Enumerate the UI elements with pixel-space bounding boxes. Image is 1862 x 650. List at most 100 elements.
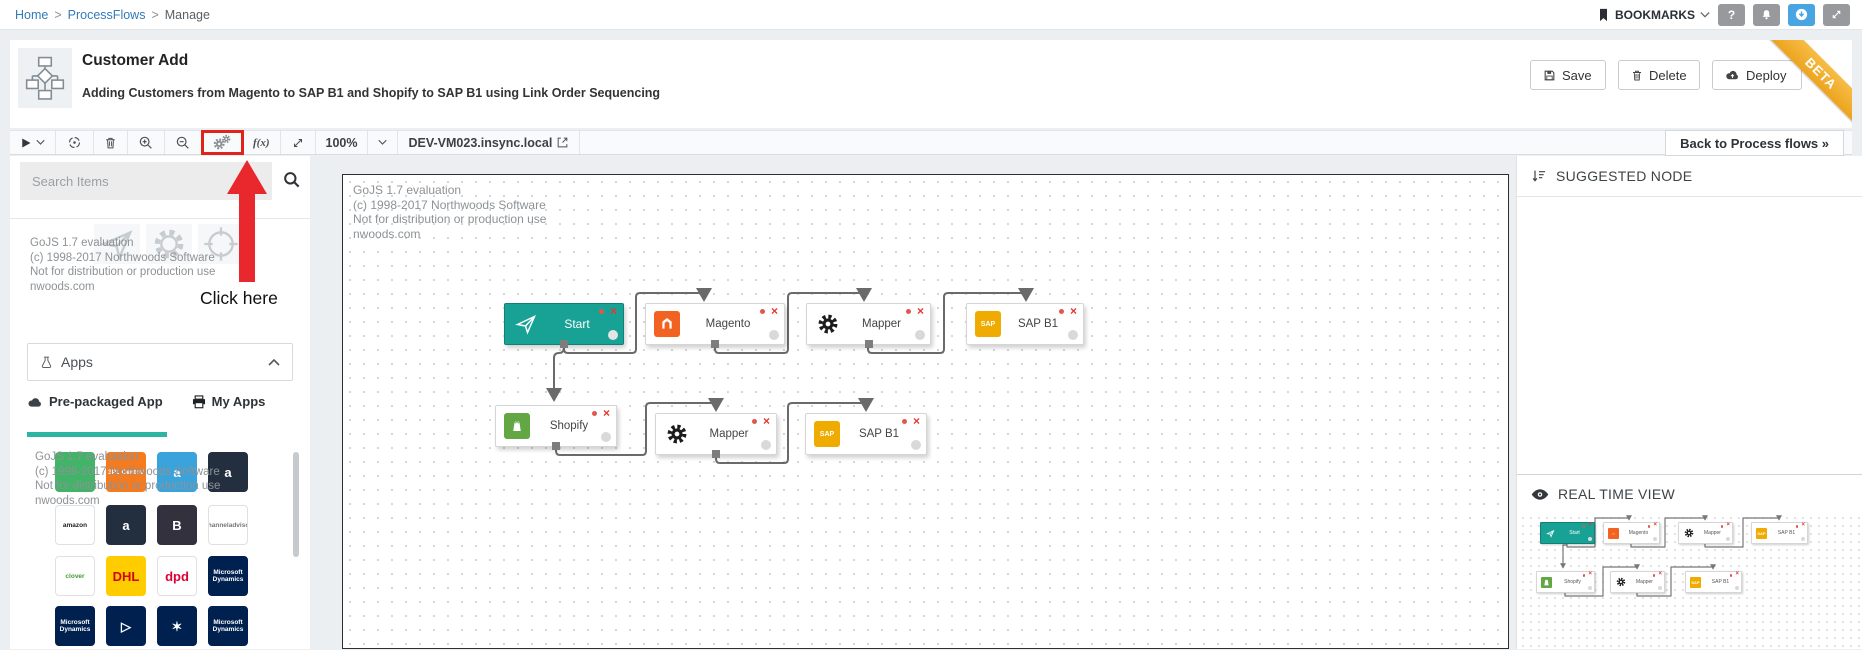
apps-section-header[interactable]: Apps <box>27 343 293 381</box>
app-tile[interactable]: a <box>157 452 197 492</box>
shopify-icon <box>1541 576 1552 588</box>
app-tile-label: a <box>122 517 130 533</box>
node-close-icon[interactable]: × <box>770 304 778 318</box>
palette-item-target[interactable] <box>198 224 244 264</box>
designer-toolbar: f(x) 100% DEV-VM023.insync.local Back to… <box>10 130 1852 156</box>
node-config-gears-button[interactable] <box>201 130 244 155</box>
mini-node-label: SAP B1 <box>1777 530 1796 536</box>
app-tile[interactable] <box>55 452 95 492</box>
node-close-icon[interactable]: × <box>609 304 617 318</box>
node-port[interactable] <box>711 340 719 348</box>
flow-node-sapb1-2[interactable]: SAP SAP B1 × <box>805 413 927 455</box>
node-port[interactable] <box>712 450 720 458</box>
delete-button[interactable]: Delete <box>1618 60 1700 90</box>
center-diagram-button[interactable] <box>56 131 94 154</box>
mini-node-label: SAP B1 <box>1711 579 1730 585</box>
node-port[interactable] <box>864 340 873 348</box>
notifications-button[interactable] <box>1753 3 1780 26</box>
zoom-level-display[interactable]: 100% <box>316 131 369 154</box>
node-handle[interactable] <box>608 330 618 340</box>
play-icon <box>20 137 32 149</box>
zoom-in-button[interactable] <box>128 131 165 154</box>
breadcrumb-current-manage: Manage <box>164 7 210 22</box>
real-time-view-label: REAL TIME VIEW <box>1558 486 1675 502</box>
node-close-icon[interactable]: × <box>916 304 924 318</box>
node-handle <box>1726 537 1730 541</box>
app-tile[interactable]: B <box>157 505 197 545</box>
node-close-icon[interactable]: × <box>912 414 920 428</box>
fullscreen-button[interactable] <box>1823 3 1850 26</box>
app-tile-label: Microsoft Dynamics <box>212 569 244 583</box>
node-close-icon[interactable]: × <box>602 406 610 420</box>
environment-host: DEV-VM023.insync.local <box>408 135 553 150</box>
app-tile[interactable]: Microsoft Dynamics <box>208 606 248 646</box>
app-tile[interactable]: a <box>208 452 248 492</box>
status-dot <box>592 411 597 416</box>
app-tile[interactable]: ▷ <box>106 606 146 646</box>
function-editor-button[interactable]: f(x) <box>243 131 281 154</box>
node-port[interactable] <box>552 442 560 450</box>
download-center-button[interactable] <box>1788 3 1815 26</box>
search-input[interactable] <box>20 162 272 200</box>
palette-item-start[interactable] <box>94 224 140 264</box>
app-tile[interactable]: 3PL Central <box>106 452 146 492</box>
node-close-icon[interactable]: × <box>1069 304 1077 318</box>
node-port[interactable] <box>560 340 568 348</box>
mini-flow-connectors <box>1560 515 1782 597</box>
app-tile[interactable]: DHL <box>106 556 146 596</box>
mini-node-sapb1-1: SAP SAP B1 × <box>1751 522 1808 544</box>
node-handle[interactable] <box>911 440 921 450</box>
tab-my-apps[interactable]: My Apps <box>191 394 265 409</box>
mini-node-shopify: Shopify × <box>1536 571 1595 593</box>
app-tile[interactable]: channeladvisor <box>208 505 248 545</box>
node-label: SAP B1 <box>1017 318 1059 330</box>
app-tile[interactable]: amazon <box>55 505 95 545</box>
node-handle[interactable] <box>761 440 771 450</box>
external-link-icon <box>556 136 569 149</box>
zoom-out-button[interactable] <box>165 131 202 154</box>
flow-node-shopify[interactable]: Shopify × <box>495 405 617 450</box>
deploy-button[interactable]: Deploy <box>1712 60 1802 90</box>
app-tile[interactable]: clover <box>55 556 95 596</box>
node-handle[interactable] <box>601 432 611 442</box>
node-label: SAP B1 <box>858 428 900 440</box>
node-handle[interactable] <box>1068 330 1078 340</box>
zoom-level-dropdown[interactable] <box>368 131 399 154</box>
flow-node-mapper-2[interactable]: Mapper × <box>655 413 777 458</box>
node-label: Magento <box>705 318 751 330</box>
status-dot <box>1729 574 1732 577</box>
search-icon[interactable] <box>282 170 302 190</box>
app-tile[interactable]: ✶ <box>157 606 197 646</box>
gear-icon <box>1615 577 1626 588</box>
paper-plane-icon <box>1545 528 1556 539</box>
delete-label: Delete <box>1649 67 1687 83</box>
divider <box>10 218 310 219</box>
node-handle[interactable] <box>915 330 925 340</box>
delete-node-button[interactable] <box>94 131 128 154</box>
suggested-node-header: SUGGESTED NODE <box>1531 168 1692 184</box>
save-button[interactable]: Save <box>1530 60 1606 90</box>
expand-canvas-button[interactable] <box>281 131 316 154</box>
flow-node-start[interactable]: Start × <box>504 303 624 348</box>
bookmarks-dropdown[interactable]: BOOKMARKS <box>1597 8 1710 22</box>
flow-node-mapper-1[interactable]: Mapper × <box>806 303 931 348</box>
app-grid-scrollbar[interactable] <box>293 452 299 557</box>
environment-link[interactable]: DEV-VM023.insync.local <box>398 131 581 154</box>
app-tile[interactable]: Microsoft Dynamics <box>55 606 95 646</box>
flow-node-sapb1-1[interactable]: SAP SAP B1 × <box>966 303 1084 345</box>
app-tile[interactable]: dpd <box>157 556 197 596</box>
mini-node-label: Mapper <box>1704 530 1721 536</box>
node-handle[interactable] <box>769 330 779 340</box>
app-tile[interactable]: a <box>106 505 146 545</box>
app-tile[interactable]: Microsoft Dynamics <box>208 556 248 596</box>
flow-canvas[interactable]: GoJS 1.7 evaluation (c) 1998-2017 Northw… <box>342 174 1509 649</box>
node-close-icon[interactable]: × <box>762 414 770 428</box>
palette-item-gear[interactable] <box>146 224 192 264</box>
back-to-process-flows-button[interactable]: Back to Process flows » <box>1665 130 1844 156</box>
tab-pre-packaged-app[interactable]: Pre-packaged App <box>27 394 163 409</box>
breadcrumb-link-home[interactable]: Home <box>15 7 49 22</box>
help-button[interactable]: ? <box>1718 3 1745 26</box>
flow-node-magento[interactable]: Magento × <box>645 303 785 348</box>
run-button[interactable] <box>10 131 56 154</box>
breadcrumb-link-processflows[interactable]: ProcessFlows <box>67 7 146 22</box>
